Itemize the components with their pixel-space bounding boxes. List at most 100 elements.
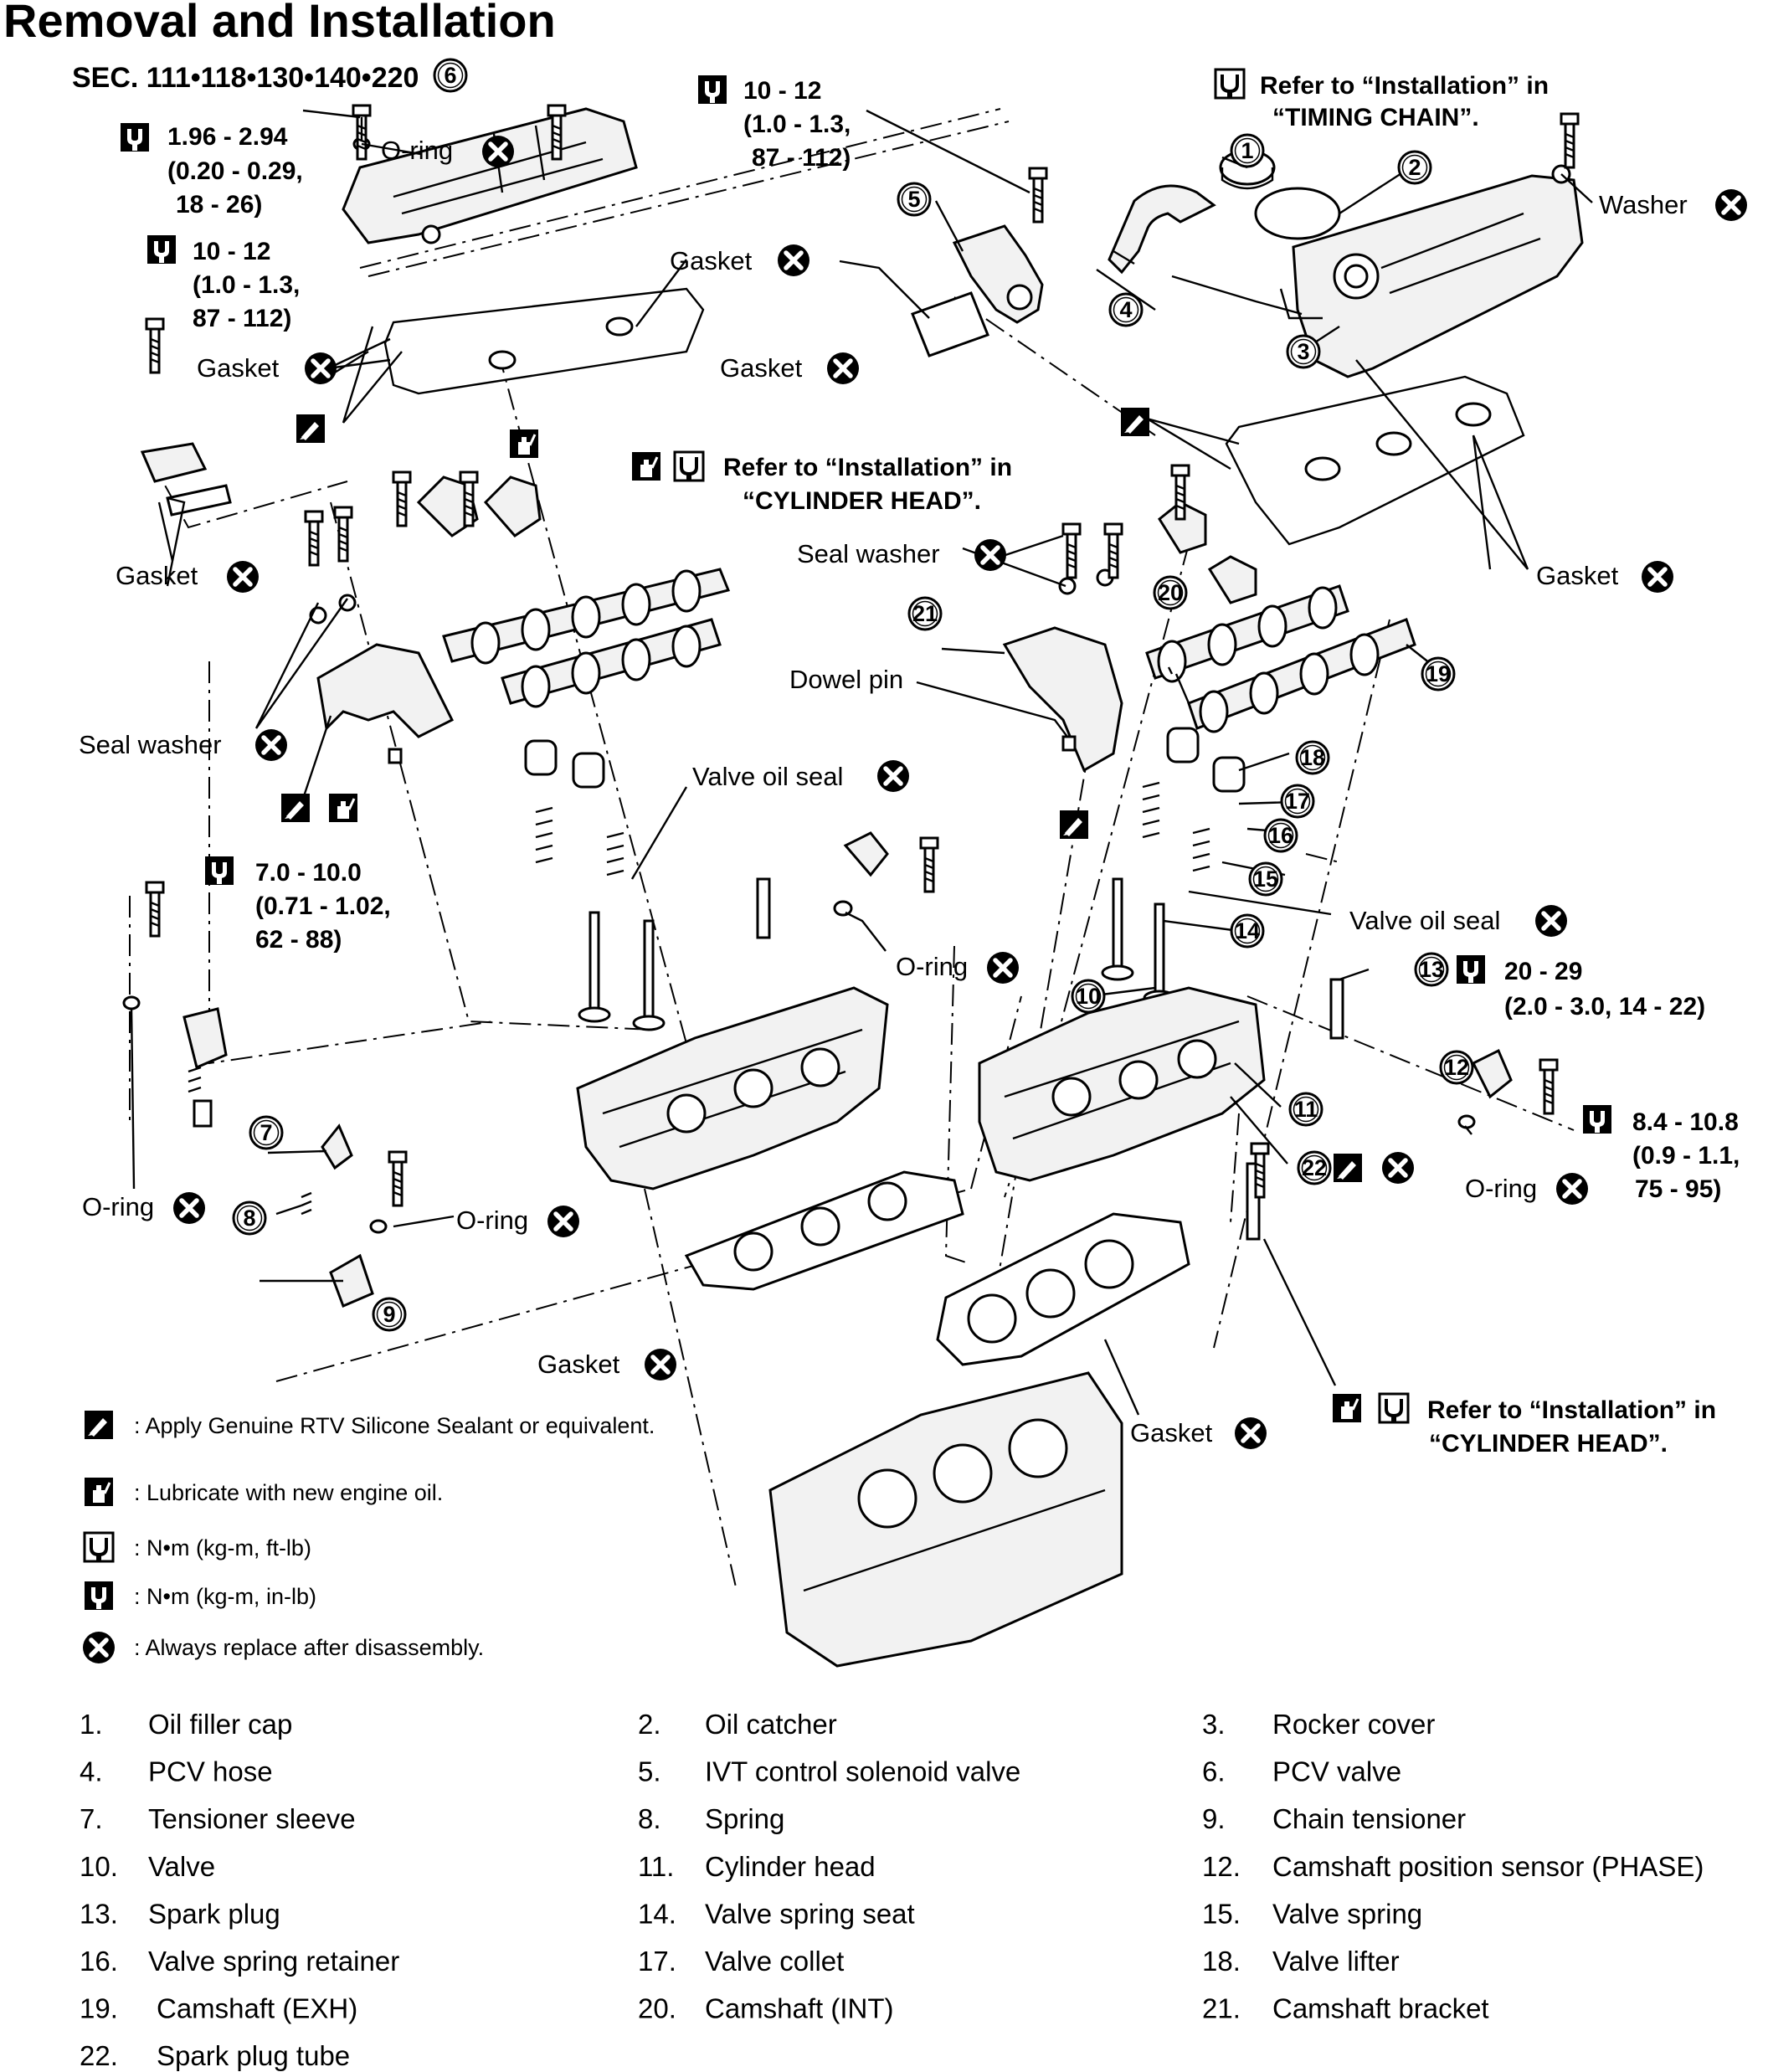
svg-text:Gasket: Gasket [720,353,803,383]
part-number-label: 13 [1419,957,1444,982]
parts-list-name: Valve spring seat [705,1898,915,1929]
parts-list-number: 15. [1202,1898,1241,1929]
parts-list-item: 3. Rocker cover [1202,1709,1435,1740]
part-number-18: 18 [1295,740,1330,775]
part-number-2: 2 [1397,150,1432,185]
legend-oil-text: : Lubricate with new engine oil. [134,1480,443,1505]
parts-list-number: 2. [638,1709,661,1740]
part-number-label: 12 [1444,1055,1469,1080]
part-number-label: 18 [1300,745,1325,770]
parts-list-name: Camshaft bracket [1272,1993,1489,2024]
svg-text:87 - 112): 87 - 112) [752,144,851,172]
parts-list-number: 21. [1202,1993,1241,2024]
parts-list-name: Rocker cover [1272,1709,1435,1740]
parts-list-number: 13. [80,1898,118,1929]
parts-list-item: 17.Valve collet [638,1946,844,1977]
part-number-label: 20 [1158,580,1183,605]
parts-list-number: 11. [638,1851,674,1882]
part-number-16: 16 [1263,818,1298,853]
page-title: Removal and Installation [3,0,556,47]
legend-torque-ftlb-text: : N•m (kg-m, ft-lb) [134,1535,311,1560]
parts-list-item: 19.Camshaft (EXH) [80,1993,357,2024]
parts-list-name: Valve spring retainer [148,1946,399,1977]
part-number-19: 19 [1421,656,1456,692]
parts-list-number: 22. [80,2040,118,2071]
parts-list-item: 4. PCV hose [80,1756,273,1787]
parts-list-item: 16.Valve spring retainer [80,1946,399,1977]
svg-text:Gasket: Gasket [116,561,198,590]
parts-list-number: 7. [80,1803,103,1834]
svg-text:Gasket: Gasket [197,353,280,383]
svg-text:O-ring: O-ring [82,1192,154,1221]
part-number-label: 14 [1235,918,1260,943]
parts-list-number: 14. [638,1898,676,1929]
part-number-label: 6 [444,63,456,88]
svg-text:1.96 - 2.94: 1.96 - 2.94 [167,123,288,151]
part-number-label: 9 [383,1302,395,1327]
part-number-11: 11 [1288,1092,1323,1127]
diagram-labels: O-ring Washer Gasket Gasket Gasket Gaske… [79,136,1747,1449]
svg-text:62 - 88): 62 - 88) [255,926,342,954]
parts-list-item: 22.Spark plug tube [80,2040,350,2071]
parts-list-item: 6.PCV valve [1202,1756,1401,1787]
parts-list-item: 1.Oil filler cap [80,1709,292,1740]
svg-text:(1.0 - 1.3,: (1.0 - 1.3, [193,271,300,299]
svg-text:10 - 12: 10 - 12 [743,77,821,105]
part-number-label: 4 [1119,297,1132,322]
callout-torque-5: 10 - 12 (1.0 - 1.3, 87 - 112) [698,75,851,172]
callout-torque-12: 8.4 - 10.8 (0.9 - 1.1, 75 - 95) [1583,1105,1740,1203]
section-number: SEC. 111•118•130•140•220 [72,62,419,94]
parts-list-item: 10.Valve [80,1851,215,1882]
parts-list-name: PCV valve [1272,1756,1401,1787]
parts-list-name: Spring [705,1803,784,1834]
callout-torque-6: 1.96 - 2.94 (0.20 - 0.29, 18 - 26) [121,123,303,219]
parts-list-item: 15. Valve spring [1202,1898,1422,1929]
svg-text:Refer to “Installation” in: Refer to “Installation” in [1260,72,1549,100]
legend: : Apply Genuine RTV Silicone Sealant or … [83,1411,655,1663]
svg-text:Gasket: Gasket [670,246,753,275]
part-number-label: 11 [1294,1097,1318,1122]
svg-text:Refer to “Installation” in: Refer to “Installation” in [723,454,1012,481]
callout-timing-chain-ref: Refer to “Installation” in “TIMING CHAIN… [1214,68,1549,131]
parts-list-item: 14. Valve spring seat [638,1898,915,1929]
parts-list-item: 2.Oil catcher [638,1709,837,1740]
parts-list-number: 4. [80,1756,103,1787]
svg-text:Dowel pin: Dowel pin [789,665,903,694]
parts-list-name: Camshaft position sensor (PHASE) [1272,1851,1704,1882]
part-number-6: 6 [433,58,468,93]
part-number-label: 1 [1241,138,1253,163]
svg-text:(0.9 - 1.1,: (0.9 - 1.1, [1632,1142,1740,1170]
svg-text:10 - 12: 10 - 12 [193,238,270,265]
svg-text:7.0 - 10.0: 7.0 - 10.0 [255,859,362,887]
svg-text:O-ring: O-ring [896,952,968,981]
svg-text:(0.20 - 0.29,: (0.20 - 0.29, [167,157,303,185]
svg-text:(2.0 - 3.0, 14 - 22): (2.0 - 3.0, 14 - 22) [1504,993,1705,1021]
callout-cylinder-head-ref-mid: Refer to “Installation” in “CYLINDER HEA… [630,450,1012,515]
part-number-14: 14 [1230,913,1265,949]
part-number-3: 3 [1286,334,1321,369]
parts-list-name: Spark plug [148,1898,280,1929]
parts-list-number: 17. [638,1946,676,1977]
svg-text:87 - 112): 87 - 112) [193,305,291,332]
parts-list-number: 19. [80,1993,118,2024]
parts-list-name: Tensioner sleeve [148,1803,356,1834]
part-number-15: 15 [1248,861,1283,897]
part-number-22: 22 [1297,1150,1332,1185]
parts-list-number: 3. [1202,1709,1226,1740]
callout-cylinder-head-ref-bottom: Refer to “Installation” in “CYLINDER HEA… [1331,1392,1716,1458]
parts-list-number: 12. [1202,1851,1241,1882]
part-number-8: 8 [232,1201,267,1236]
part-artwork [122,104,1584,1668]
parts-list-name: PCV hose [148,1756,273,1787]
part-number-label: 22 [1302,1155,1327,1180]
parts-list-name: Valve spring [1272,1898,1422,1929]
part-number-label: 3 [1297,339,1309,364]
parts-list-number: 18. [1202,1946,1241,1977]
parts-list-number: 9. [1202,1803,1226,1834]
part-number-label: 10 [1076,984,1101,1009]
part-number-17: 17 [1280,784,1315,819]
svg-text:Gasket: Gasket [1536,561,1619,590]
svg-text:Gasket: Gasket [537,1350,620,1379]
